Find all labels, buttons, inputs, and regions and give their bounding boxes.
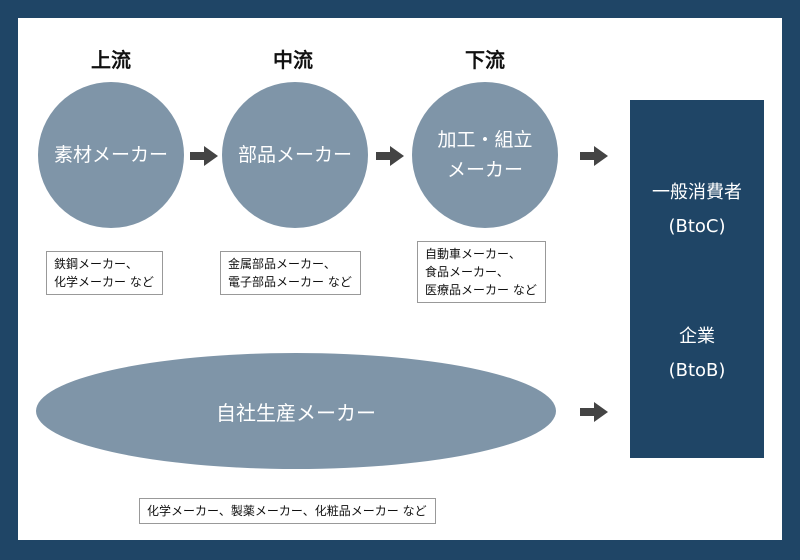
parts-maker-circle: 部品メーカー <box>222 82 368 228</box>
downstream-examples: 自動車メーカー、 食品メーカー、 医療品メーカー など <box>417 241 546 303</box>
circle-text: 素材メーカー <box>53 144 168 166</box>
circle-text-line1: 加工・組立 <box>437 129 533 151</box>
self-production-examples: 化学メーカー、製薬メーカー、化粧品メーカー など <box>139 498 436 524</box>
example-line: 鉄鋼メーカー、 <box>54 257 138 271</box>
example-line: 電子部品メーカー など <box>228 275 352 289</box>
stage-label-upstream: 上流 <box>91 48 131 72</box>
midstream-examples: 金属部品メーカー、 電子部品メーカー など <box>220 251 361 295</box>
example-line: 金属部品メーカー、 <box>228 257 336 271</box>
material-maker-circle: 素材メーカー <box>38 82 184 228</box>
upstream-examples: 鉄鋼メーカー、 化学メーカー など <box>46 251 163 295</box>
stage-label-midstream: 中流 <box>273 48 313 72</box>
self-production-maker-ellipse: 自社生産メーカー <box>36 353 556 469</box>
diagram-canvas: 上流 中流 下流 素材メーカー 部品メーカー 加工・組立 メーカー 鉄鋼メーカー… <box>18 18 782 540</box>
example-line: 自動車メーカー、 <box>425 247 521 261</box>
business-code: (BtoB) <box>668 360 726 381</box>
example-line: 化学メーカー など <box>54 275 154 289</box>
example-line: 食品メーカー、 <box>425 265 509 279</box>
business-label: 企業 <box>679 326 715 347</box>
example-line: 医療品メーカー など <box>425 283 537 297</box>
consumer-label: 一般消費者 <box>652 182 742 203</box>
stage-label-downstream: 下流 <box>465 48 505 72</box>
assembly-maker-circle: 加工・組立 メーカー <box>412 82 558 228</box>
customer-box: 一般消費者 (BtoC) 企業 (BtoB) <box>630 100 764 458</box>
circle-text: 部品メーカー <box>237 144 352 166</box>
circle-text-line2: メーカー <box>446 159 523 181</box>
consumer-code: (BtoC) <box>668 216 726 237</box>
example-line: 化学メーカー、製薬メーカー、化粧品メーカー など <box>147 504 427 518</box>
ellipse-text: 自社生産メーカー <box>216 400 376 425</box>
